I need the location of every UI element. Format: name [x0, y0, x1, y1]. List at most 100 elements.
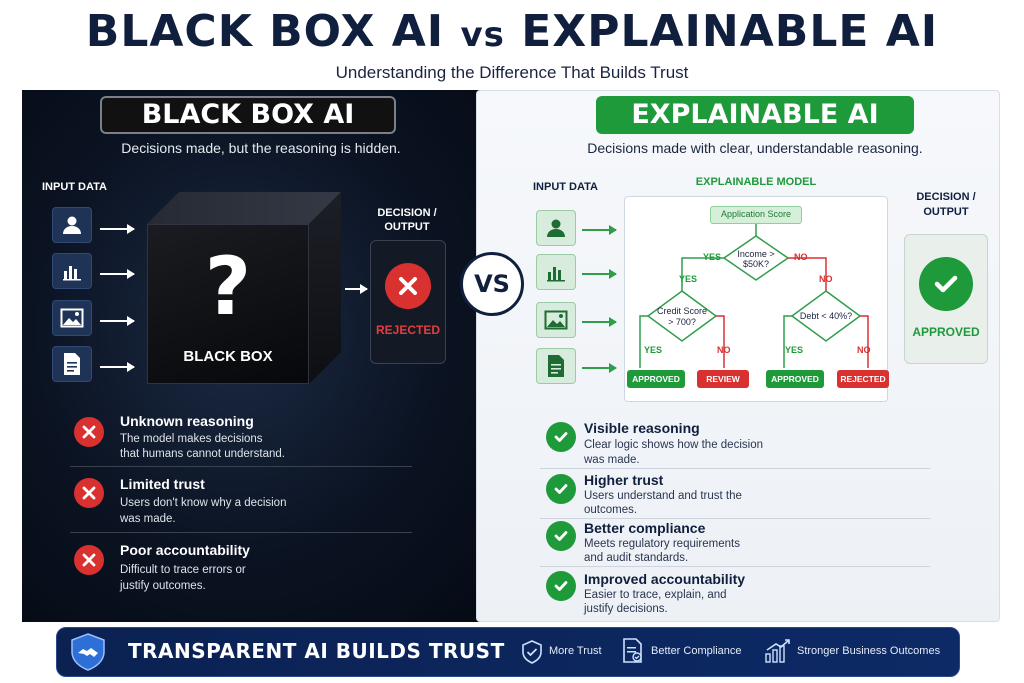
input-arrow [100, 316, 135, 326]
black-box-header: BLACK BOX AI [100, 96, 396, 134]
feature-desc: Users understand and trust the [584, 490, 742, 502]
feature-desc: that humans cannot understand. [120, 448, 285, 460]
debt-question: Debt < 40%? [799, 311, 853, 321]
explainable-header: EXPLAINABLE AI [596, 96, 914, 134]
divider [540, 518, 930, 519]
image-icon [52, 300, 92, 336]
application-score-label: Application Score [720, 209, 792, 219]
question-mark-icon: ? [204, 240, 252, 333]
title-part-1: BLACK BOX AI [85, 6, 445, 57]
leaf-review: REVIEW [697, 370, 749, 388]
black-box-output-label-1: DECISION / [377, 207, 437, 219]
black-box-input-label: INPUT DATA [42, 181, 107, 193]
branch-yes-label: YES [785, 345, 804, 355]
branch-no-label: NO [857, 345, 871, 355]
x-circle-icon [74, 545, 104, 575]
feature-title: Poor accountability [120, 542, 250, 558]
input-arrow [100, 362, 135, 372]
x-circle-icon [74, 417, 104, 447]
explainable-output-label-1: DECISION / [916, 191, 976, 203]
application-score-node [710, 206, 802, 224]
feature-desc: The model makes decisions [120, 433, 263, 445]
explainable-description: Decisions made with clear, understandabl… [587, 140, 923, 156]
leaf-rejected: REJECTED [837, 370, 889, 388]
feature-desc: Users don't know why a decision [120, 497, 287, 509]
input-arrow [582, 225, 617, 235]
growth-chart-icon [764, 638, 792, 669]
image-icon [536, 302, 576, 338]
feature-title: Better compliance [584, 520, 706, 536]
branch-yes-label: YES [703, 252, 722, 262]
check-circle-icon [919, 257, 973, 311]
vs-circle: VS [460, 252, 524, 316]
black-box-output-card: REJECTED [370, 240, 446, 364]
black-box-cube-side [309, 192, 341, 384]
feature-desc: Clear logic shows how the decision [584, 439, 763, 451]
branch-no-label: NO [819, 274, 833, 284]
feature-desc: justify decisions. [584, 603, 668, 615]
feature-desc: outcomes. [584, 504, 638, 516]
feature-title: Limited trust [120, 476, 205, 492]
black-box-cube-top [147, 192, 341, 224]
check-circle-icon [546, 422, 576, 452]
shield-check-icon [521, 640, 543, 669]
input-arrow [582, 363, 617, 373]
input-arrow [582, 317, 617, 327]
feature-desc: was made. [120, 513, 176, 525]
input-arrow [582, 269, 617, 279]
explainable-output-label-2: OUTPUT [923, 206, 969, 218]
footer-item-more-trust: More Trust [549, 645, 602, 657]
black-box-label: BLACK BOX [183, 348, 273, 365]
feature-desc: Easier to trace, explain, and [584, 589, 727, 601]
feature-desc: Meets regulatory requirements [584, 538, 740, 550]
feature-title: Improved accountability [584, 571, 746, 587]
footer-item-stronger-outcomes: Stronger Business Outcomes [797, 645, 941, 657]
document-icon [536, 348, 576, 384]
leaf-approved: APPROVED [627, 370, 685, 388]
x-circle-icon [74, 478, 104, 508]
divider [540, 468, 930, 469]
shield-handshake-icon [66, 632, 110, 677]
divider [70, 466, 412, 467]
black-box-description: Decisions made, but the reasoning is hid… [121, 140, 401, 156]
bar-chart-icon [52, 253, 92, 289]
feature-title: Visible reasoning [584, 420, 700, 436]
feature-title: Higher trust [584, 472, 664, 488]
input-arrow [100, 224, 135, 234]
feature-title: Unknown reasoning [120, 413, 254, 429]
leaf-approved: APPROVED [766, 370, 824, 388]
approved-label: APPROVED [912, 325, 980, 339]
document-icon [52, 346, 92, 382]
user-icon [536, 210, 576, 246]
title-vs: vs [460, 15, 505, 55]
credit-question-2: > 700? [668, 317, 696, 327]
credit-question-1: Credit Score [656, 306, 708, 316]
divider [540, 566, 930, 567]
explainable-input-label: INPUT DATA [533, 181, 598, 193]
explainable-model-title: EXPLAINABLE MODEL [695, 176, 817, 188]
document-check-icon [622, 638, 644, 669]
input-arrow [100, 269, 135, 279]
branch-no-label: NO [794, 252, 808, 262]
branch-no-label: NO [717, 345, 731, 355]
x-circle-icon [385, 263, 431, 309]
output-arrow [345, 284, 368, 294]
user-icon [52, 207, 92, 243]
feature-desc: and audit standards. [584, 552, 689, 564]
main-title: BLACK BOX AI vs EXPLAINABLE AI [0, 6, 1024, 57]
explainable-output-card: APPROVED [904, 234, 988, 364]
bar-chart-icon [536, 254, 576, 290]
footer-item-better-compliance: Better Compliance [651, 645, 742, 657]
black-box-cube [147, 224, 309, 384]
footer-banner [56, 627, 960, 677]
footer-title: TRANSPARENT AI BUILDS TRUST [128, 639, 505, 663]
check-circle-icon [546, 474, 576, 504]
feature-desc: justify outcomes. [120, 580, 206, 592]
income-question-2: $50K? [742, 259, 770, 269]
income-question-1: Income > [737, 249, 775, 259]
decision-tree-lines [639, 223, 869, 368]
branch-yes-label: YES [679, 274, 698, 284]
feature-desc: Difficult to trace errors or [120, 564, 246, 576]
feature-desc: was made. [584, 454, 640, 466]
rejected-label: REJECTED [375, 323, 440, 337]
